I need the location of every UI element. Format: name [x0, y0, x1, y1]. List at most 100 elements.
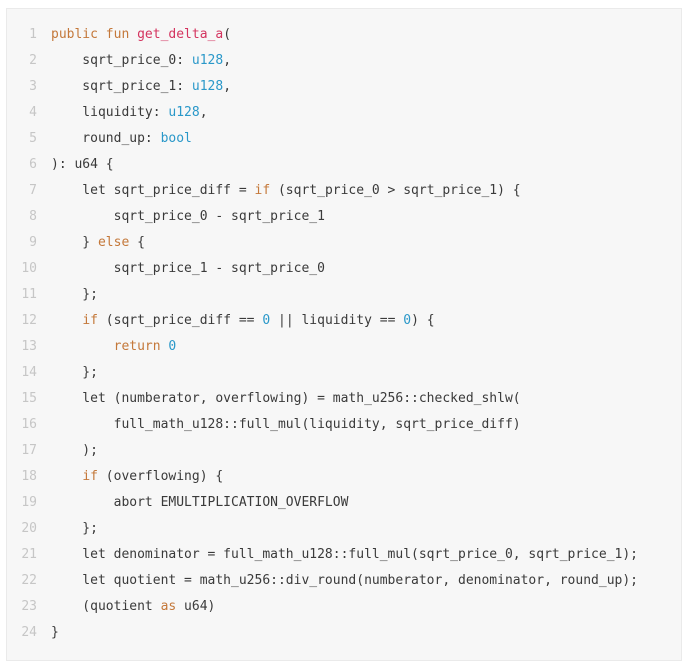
line-number: 13: [21, 339, 37, 354]
code-token: );: [51, 443, 98, 458]
code-text: );: [51, 438, 98, 464]
code-text: };: [51, 360, 98, 386]
code-text: public fun get_delta_a(: [51, 22, 231, 48]
code-text: let (numberator, overflowing) = math_u25…: [51, 386, 521, 412]
code-line: 23 (quotient as u64): [7, 594, 681, 620]
line-number: 16: [21, 417, 37, 432]
line-number: 8: [29, 209, 37, 224]
code-token: u128: [191, 53, 224, 68]
code-token: (overflowing) {: [97, 469, 224, 484]
line-number: 12: [21, 313, 37, 328]
line-number: 2: [29, 53, 37, 68]
line-number: 1: [29, 27, 37, 42]
code-token: }: [51, 625, 59, 640]
line-number: 17: [21, 443, 37, 458]
code-token: (sqrt_price_0 > sqrt_price_1) {: [270, 183, 521, 198]
code-line: 11 };: [7, 282, 681, 308]
code-text: };: [51, 282, 98, 308]
line-number: 15: [21, 391, 37, 406]
code-token: [51, 469, 82, 484]
code-line: 12 if (sqrt_price_diff == 0 || liquidity…: [7, 308, 681, 334]
code-line: 2 sqrt_price_0: u128,: [7, 48, 681, 74]
code-line: 16 full_math_u128::full_mul(liquidity, s…: [7, 412, 681, 438]
code-token: (sqrt_price_diff ==: [97, 313, 263, 328]
code-line: 19 abort EMULTIPLICATION_OVERFLOW: [7, 490, 681, 516]
code-token: ) {: [411, 313, 435, 328]
code-token: return: [113, 339, 161, 354]
code-token: ,: [223, 79, 232, 94]
code-token: }: [51, 235, 98, 250]
code-text: let sqrt_price_diff = if (sqrt_price_0 >…: [51, 178, 521, 204]
line-number: 22: [21, 573, 37, 588]
code-token: };: [51, 287, 98, 302]
code-token: sqrt_price_1:: [51, 79, 192, 94]
code-line: 24}: [7, 620, 681, 646]
code-token: public fun: [51, 27, 138, 42]
code-text: if (sqrt_price_diff == 0 || liquidity ==…: [51, 308, 435, 334]
code-token: sqrt_price_0 - sqrt_price_1: [51, 209, 325, 224]
line-number: 7: [29, 183, 37, 198]
code-text: sqrt_price_1: u128,: [51, 74, 231, 100]
line-number: 19: [21, 495, 37, 510]
line-number: 3: [29, 79, 37, 94]
line-number: 21: [21, 547, 37, 562]
code-token: (: [223, 27, 232, 42]
code-token: let sqrt_price_diff =: [51, 183, 255, 198]
code-token: u64): [176, 599, 216, 614]
code-token: if: [82, 469, 98, 484]
code-line: 4 liquidity: u128,: [7, 100, 681, 126]
code-text: full_math_u128::full_mul(liquidity, sqrt…: [51, 412, 521, 438]
code-token: let (numberator, overflowing) = math_u25…: [51, 391, 521, 406]
code-token: u128: [191, 79, 224, 94]
code-token: };: [51, 521, 98, 536]
code-token: sqrt_price_0:: [51, 53, 192, 68]
line-number: 18: [21, 469, 37, 484]
code-token: [51, 339, 114, 354]
code-text: (quotient as u64): [51, 594, 215, 620]
code-token: if: [254, 183, 271, 198]
code-token: let quotient = math_u256::div_round(numb…: [51, 573, 638, 588]
code-token: 0: [262, 313, 271, 328]
code-token: {: [129, 235, 145, 250]
code-text: let quotient = math_u256::div_round(numb…: [51, 568, 638, 594]
line-number: 9: [29, 235, 37, 250]
line-number: 23: [21, 599, 37, 614]
code-line: 18 if (overflowing) {: [7, 464, 681, 490]
code-line: 17 );: [7, 438, 681, 464]
code-token: get_delta_a: [137, 27, 224, 42]
code-line: 14 };: [7, 360, 681, 386]
line-number: 4: [29, 105, 37, 120]
code-line: 3 sqrt_price_1: u128,: [7, 74, 681, 100]
code-text: } else {: [51, 230, 145, 256]
code-token: u128: [168, 105, 200, 120]
line-number: 11: [21, 287, 37, 302]
code-text: ): u64 {: [51, 152, 114, 178]
code-text: };: [51, 516, 98, 542]
code-token: round_up:: [51, 131, 161, 146]
code-text: abort EMULTIPLICATION_OVERFLOW: [51, 490, 349, 516]
line-number: 20: [21, 521, 37, 536]
code-line: 5 round_up: bool: [7, 126, 681, 152]
code-text: round_up: bool: [51, 126, 192, 152]
code-token: };: [51, 365, 98, 380]
code-line: 1 public fun get_delta_a(: [7, 22, 681, 48]
code-text: sqrt_price_1 - sqrt_price_0: [51, 256, 325, 282]
code-text: sqrt_price_0 - sqrt_price_1: [51, 204, 325, 230]
line-number: 24: [21, 625, 37, 640]
code-text: }: [51, 620, 59, 646]
code-text: liquidity: u128,: [51, 100, 207, 126]
code-token: 0: [403, 313, 412, 328]
code-token: ,: [223, 53, 232, 68]
code-token: [51, 313, 82, 328]
code-line: 21 let denominator = full_math_u128::ful…: [7, 542, 681, 568]
code-text: let denominator = full_math_u128::full_m…: [51, 542, 638, 568]
code-line: 7 let sqrt_price_diff = if (sqrt_price_0…: [7, 178, 681, 204]
code-text: return 0: [51, 334, 177, 360]
code-line: 13 return 0: [7, 334, 681, 360]
code-text: sqrt_price_0: u128,: [51, 48, 231, 74]
code-token: liquidity:: [51, 105, 169, 120]
code-token: let denominator = full_math_u128::full_m…: [51, 547, 638, 562]
code-line: 22 let quotient = math_u256::div_round(n…: [7, 568, 681, 594]
